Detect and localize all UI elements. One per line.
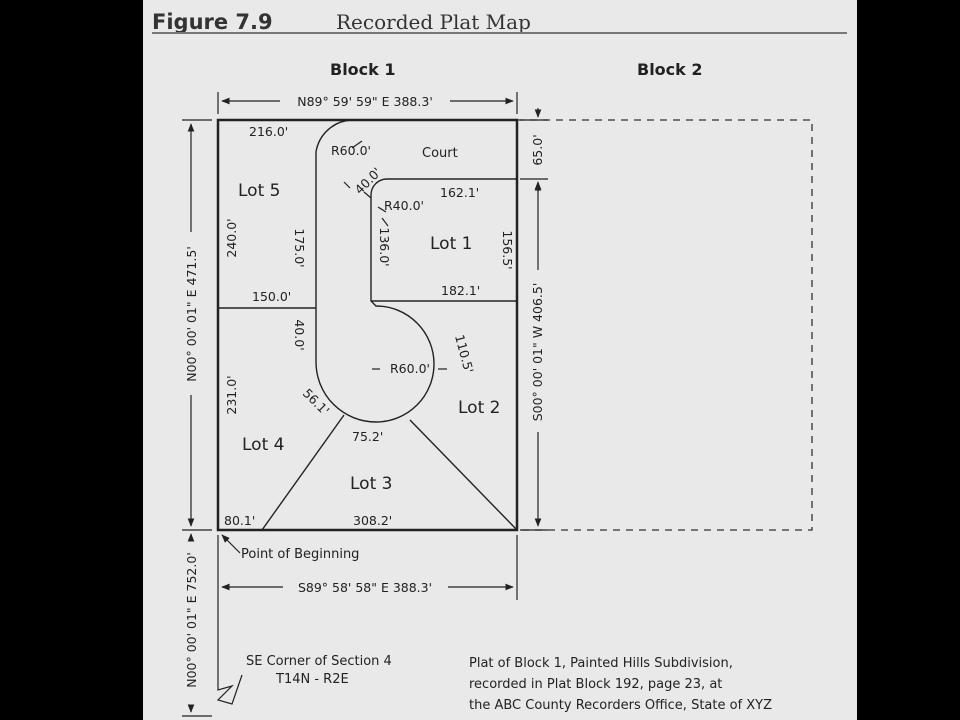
r60-leader	[351, 140, 363, 149]
dim-75: 75.2'	[352, 429, 383, 444]
se-corner-leader	[216, 600, 243, 705]
bearing-lower-left: N00° 00' 01" E 752.0'	[184, 552, 199, 688]
block1-label: Block 1	[330, 60, 396, 79]
dim-150: 150.0'	[252, 289, 291, 304]
dim-136: 136.0'	[377, 227, 392, 266]
se-corner-line1: SE Corner of Section 4	[246, 654, 392, 669]
lot1-label: Lot 1	[430, 234, 472, 254]
point-of-beginning: Point of Beginning	[241, 547, 359, 562]
bearing-bottom: S89° 58' 58" E 388.3'	[298, 580, 432, 595]
dim-r40: R40.0'	[384, 198, 424, 213]
dim-r60-top: R60.0'	[331, 143, 371, 158]
title-rule	[152, 32, 847, 34]
dim-240: 240.0'	[224, 218, 239, 257]
dim-182: 182.1'	[441, 283, 480, 298]
lot2-label: Lot 2	[458, 398, 500, 418]
diag40-tick2	[363, 191, 372, 199]
court-outline	[315, 119, 517, 423]
lot-line-3-2	[409, 419, 518, 531]
bearing-top: N89° 59' 59" E 388.3'	[297, 94, 433, 109]
dim-175: 175.0'	[292, 228, 307, 267]
dim-40-vert: 40.0'	[292, 319, 307, 350]
plat-note-line1: Plat of Block 1, Painted Hills Subdivisi…	[469, 656, 733, 671]
dim-216: 216.0'	[249, 124, 288, 139]
block2-label: Block 2	[637, 60, 703, 79]
dim-65: 65.0'	[530, 134, 545, 165]
bearing-right: S00° 00' 01" W 406.5'	[530, 283, 545, 422]
dim-110: 110.5'	[452, 333, 477, 375]
dim-308: 308.2'	[353, 513, 392, 528]
figure-title: Recorded Plat Map	[336, 10, 531, 34]
block2-outline	[517, 119, 813, 531]
lot4-label: Lot 4	[242, 435, 284, 455]
block1-boundary	[216, 118, 519, 532]
dim-80: 80.1'	[224, 513, 255, 528]
dim-231: 231.0'	[224, 375, 239, 414]
pob-leader	[221, 534, 241, 554]
dim-56: 56.1'	[300, 385, 333, 418]
plat-note-line3: the ABC County Recorders Office, State o…	[469, 698, 772, 713]
bearing-left: N00° 00' 01" E 471.5'	[184, 246, 199, 382]
lot3-label: Lot 3	[350, 474, 392, 494]
court-label: Court	[422, 146, 458, 161]
dim-156: 156.5'	[500, 230, 515, 269]
diag40-tick1	[343, 181, 351, 189]
se-corner-line2: T14N - R2E	[275, 672, 349, 687]
r40-leader2	[381, 217, 389, 227]
lot5-label: Lot 5	[238, 181, 280, 201]
dim-162: 162.1'	[440, 185, 479, 200]
lot-line-4-3	[261, 414, 345, 531]
plat-note-line2: recorded in Plat Block 192, page 23, at	[469, 677, 722, 692]
dim-r60-mid: R60.0'	[390, 361, 430, 376]
r40-leader	[377, 206, 387, 213]
figure-number: Figure 7.9	[152, 10, 273, 34]
